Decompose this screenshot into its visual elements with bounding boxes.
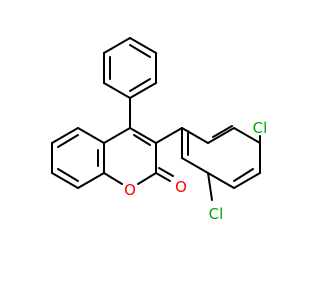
bond-to-cl-ortho [207,172,213,201]
phenyl-ring [103,37,157,129]
atom-cl-para: Cl [253,119,268,137]
benzo-ring [51,127,105,189]
carbonyl-bond [155,167,174,182]
dichlorophenyl-ring [155,125,261,189]
atom-o-carbonyl: O [175,178,187,196]
atom-o-ring: O [124,181,136,199]
molecule-diagram: Cl Cl O O [51,37,268,223]
atom-cl-ortho: Cl [209,205,224,223]
pyranone-ring [103,127,157,185]
